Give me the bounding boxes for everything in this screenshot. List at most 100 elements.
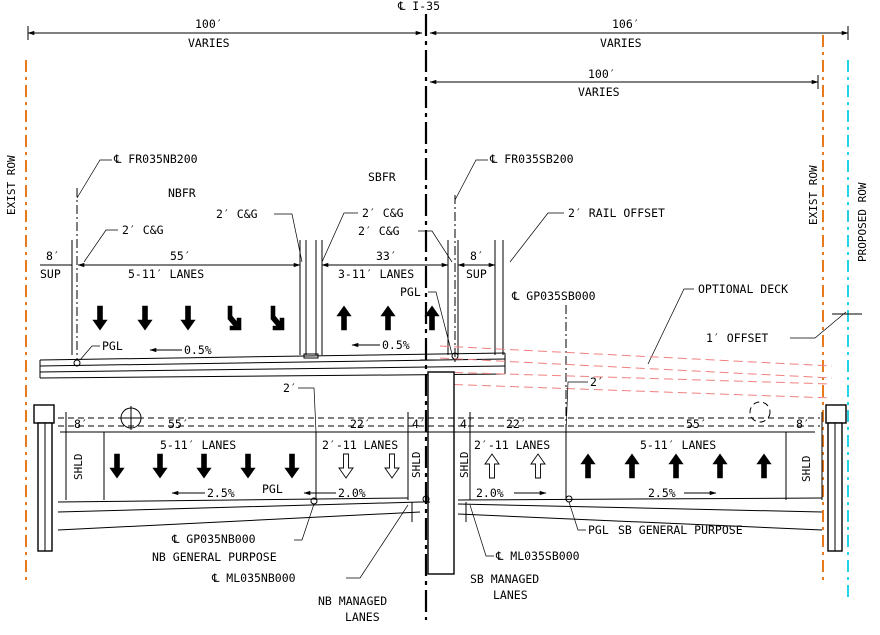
centerline-i35-label: ℄ I-35	[397, 0, 440, 13]
shld-right: SHLD	[800, 456, 813, 483]
slope-ml-right: 2.0%	[476, 486, 504, 500]
offset-1-label: 1′ OFFSET	[706, 331, 768, 345]
leader	[647, 288, 694, 365]
pier-column	[427, 371, 455, 575]
slope-sbfr: 0.5%	[382, 338, 410, 352]
dim-left-100: 100′	[195, 17, 223, 31]
cl-gp035nb000-label: ℄ GP035NB000	[171, 532, 256, 546]
deck-top-left	[57, 497, 409, 503]
nb-fr-dim: 55′	[170, 249, 191, 263]
deck-top	[39, 352, 506, 361]
leader	[294, 503, 315, 541]
nb-managed-label-2: LANES	[345, 610, 380, 624]
top-dimensions: 100′ VARIES 106′ VARIES 100′ VARIES ℄ I-…	[27, 0, 849, 99]
leader	[274, 213, 303, 263]
dim-right-varies: VARIES	[600, 36, 642, 50]
sb-fr-dim: 33′	[376, 249, 397, 263]
shld-right-dim: 8′	[796, 417, 810, 431]
slope-ml-left: 2.0%	[338, 486, 366, 500]
lower-callouts: ℄ GP035NB000 NB GENERAL PURPOSE PGL SB G…	[152, 501, 743, 624]
nbfr-label: NBFR	[168, 186, 196, 200]
sup-right-dim: 8′	[470, 249, 484, 263]
lane-arrows	[92, 305, 772, 479]
cg-mid-c-label: 2′ C&G	[122, 223, 164, 237]
nb-managed-label: NB MANAGED	[318, 594, 387, 608]
reference-lines: EXIST ROW EXIST ROW PROPOSED ROW	[5, 14, 869, 620]
sb-managed-label: SB MANAGED	[470, 572, 539, 586]
gp-left-lanes: 5-11′ LANES	[160, 438, 236, 452]
lane-arrow-up-icon	[624, 453, 640, 479]
cl-fr035sb200-label: ℄ FR035SB200	[489, 152, 574, 166]
cg-left-label: 2′ C&G	[216, 207, 258, 221]
sb-managed-label-2: LANES	[493, 588, 528, 602]
leader	[418, 230, 453, 263]
pier-column	[427, 371, 455, 575]
opt-deck-line	[439, 371, 833, 385]
gp-right-dim: 55′	[686, 417, 707, 431]
nb-fr-lanes: 5-11′ LANES	[128, 267, 204, 281]
leader	[565, 381, 588, 433]
lane-arrow-up-icon	[530, 453, 546, 479]
shld-inner-left: SHLD	[410, 452, 423, 479]
lane-arrow-down-icon	[152, 453, 168, 479]
leader	[83, 229, 118, 263]
lane-arrow-down-icon	[240, 453, 256, 479]
lane-arrow-up-icon	[668, 453, 684, 479]
lane-arrow-down-icon	[196, 453, 212, 479]
two-ft-left: 2′	[283, 381, 297, 395]
lane-arrow-down-icon	[137, 305, 153, 331]
lane-arrow-up-icon	[580, 453, 596, 479]
leader	[428, 291, 453, 355]
leader	[79, 345, 100, 361]
sup-right-label: SUP	[466, 267, 487, 281]
column-marker-right	[749, 401, 771, 423]
leader	[568, 501, 586, 531]
leader	[298, 387, 317, 433]
lane-arrow-down-icon	[284, 453, 300, 479]
lane-arrow-up-icon	[756, 453, 772, 479]
ml-left-dim: 22′	[350, 417, 371, 431]
cl-ml035nb000-label: ℄ ML035NB000	[211, 571, 296, 585]
lane-arrow-down-icon	[92, 305, 108, 331]
leader	[346, 504, 409, 579]
cg-mid-b-label: 2′ C&G	[358, 224, 400, 238]
barrier-cap-left	[33, 404, 55, 424]
lane-arrow-down-icon	[180, 305, 196, 331]
exist-row-right-label: EXIST ROW	[807, 165, 820, 225]
pgl-point-nbfr	[73, 359, 81, 367]
frontage-dimensions: 8′ SUP 55′ 5-11′ LANES 33′ 3-11′ LANES 8…	[40, 240, 862, 440]
ml-right-lanes: 2′-11 LANES	[474, 438, 550, 452]
cl-gp035sb000-label: ℄ GP035SB000	[511, 289, 596, 303]
leader	[509, 212, 564, 263]
outer-barriers	[33, 404, 847, 552]
opt-deck-line	[439, 345, 833, 367]
leader	[469, 504, 494, 557]
proposed-row-label: PROPOSED ROW	[856, 182, 869, 262]
barrier-cap-right	[825, 404, 847, 424]
sup-left-label: SUP	[40, 267, 61, 281]
two-ft-right: 2′	[590, 375, 604, 389]
sup-left-dim: 8′	[46, 249, 60, 263]
mainlane-dimensions: 8′ 55′ 22′ 4′ 4′ 22′ 55′ 8′ 5-11′ LANES …	[60, 412, 823, 500]
deck-bottom	[39, 365, 506, 373]
shld-left-dim: 8′	[74, 417, 88, 431]
lane-arrow-down-icon	[109, 453, 125, 479]
ml-right-dim: 22′	[506, 417, 527, 431]
gp-right-lanes: 5-11′ LANES	[640, 438, 716, 452]
shld-inner-left-dim: 4′	[412, 417, 426, 431]
slope-gp-left: 2.5%	[207, 486, 235, 500]
opt-deck-line	[439, 357, 833, 379]
optional-deck-label: OPTIONAL DECK	[698, 282, 788, 296]
opt-deck-line	[439, 383, 833, 399]
shld-left: SHLD	[72, 454, 85, 481]
median-curb	[303, 353, 319, 359]
leader	[790, 311, 847, 339]
lane-arrow-down-icon	[384, 453, 400, 479]
sb-fr-lanes: 3-11′ LANES	[338, 267, 414, 281]
lane-arrow-up-icon	[380, 305, 396, 331]
lane-arrow-up-icon	[424, 305, 440, 331]
slope-gp-right: 2.5%	[648, 486, 676, 500]
lane-arrow-up-icon	[712, 453, 728, 479]
pgl-nbfr-label: PGL	[102, 339, 123, 353]
mainlane-deck: 2.5% PGL 2.0% 2.0% 2.5%	[57, 482, 823, 531]
